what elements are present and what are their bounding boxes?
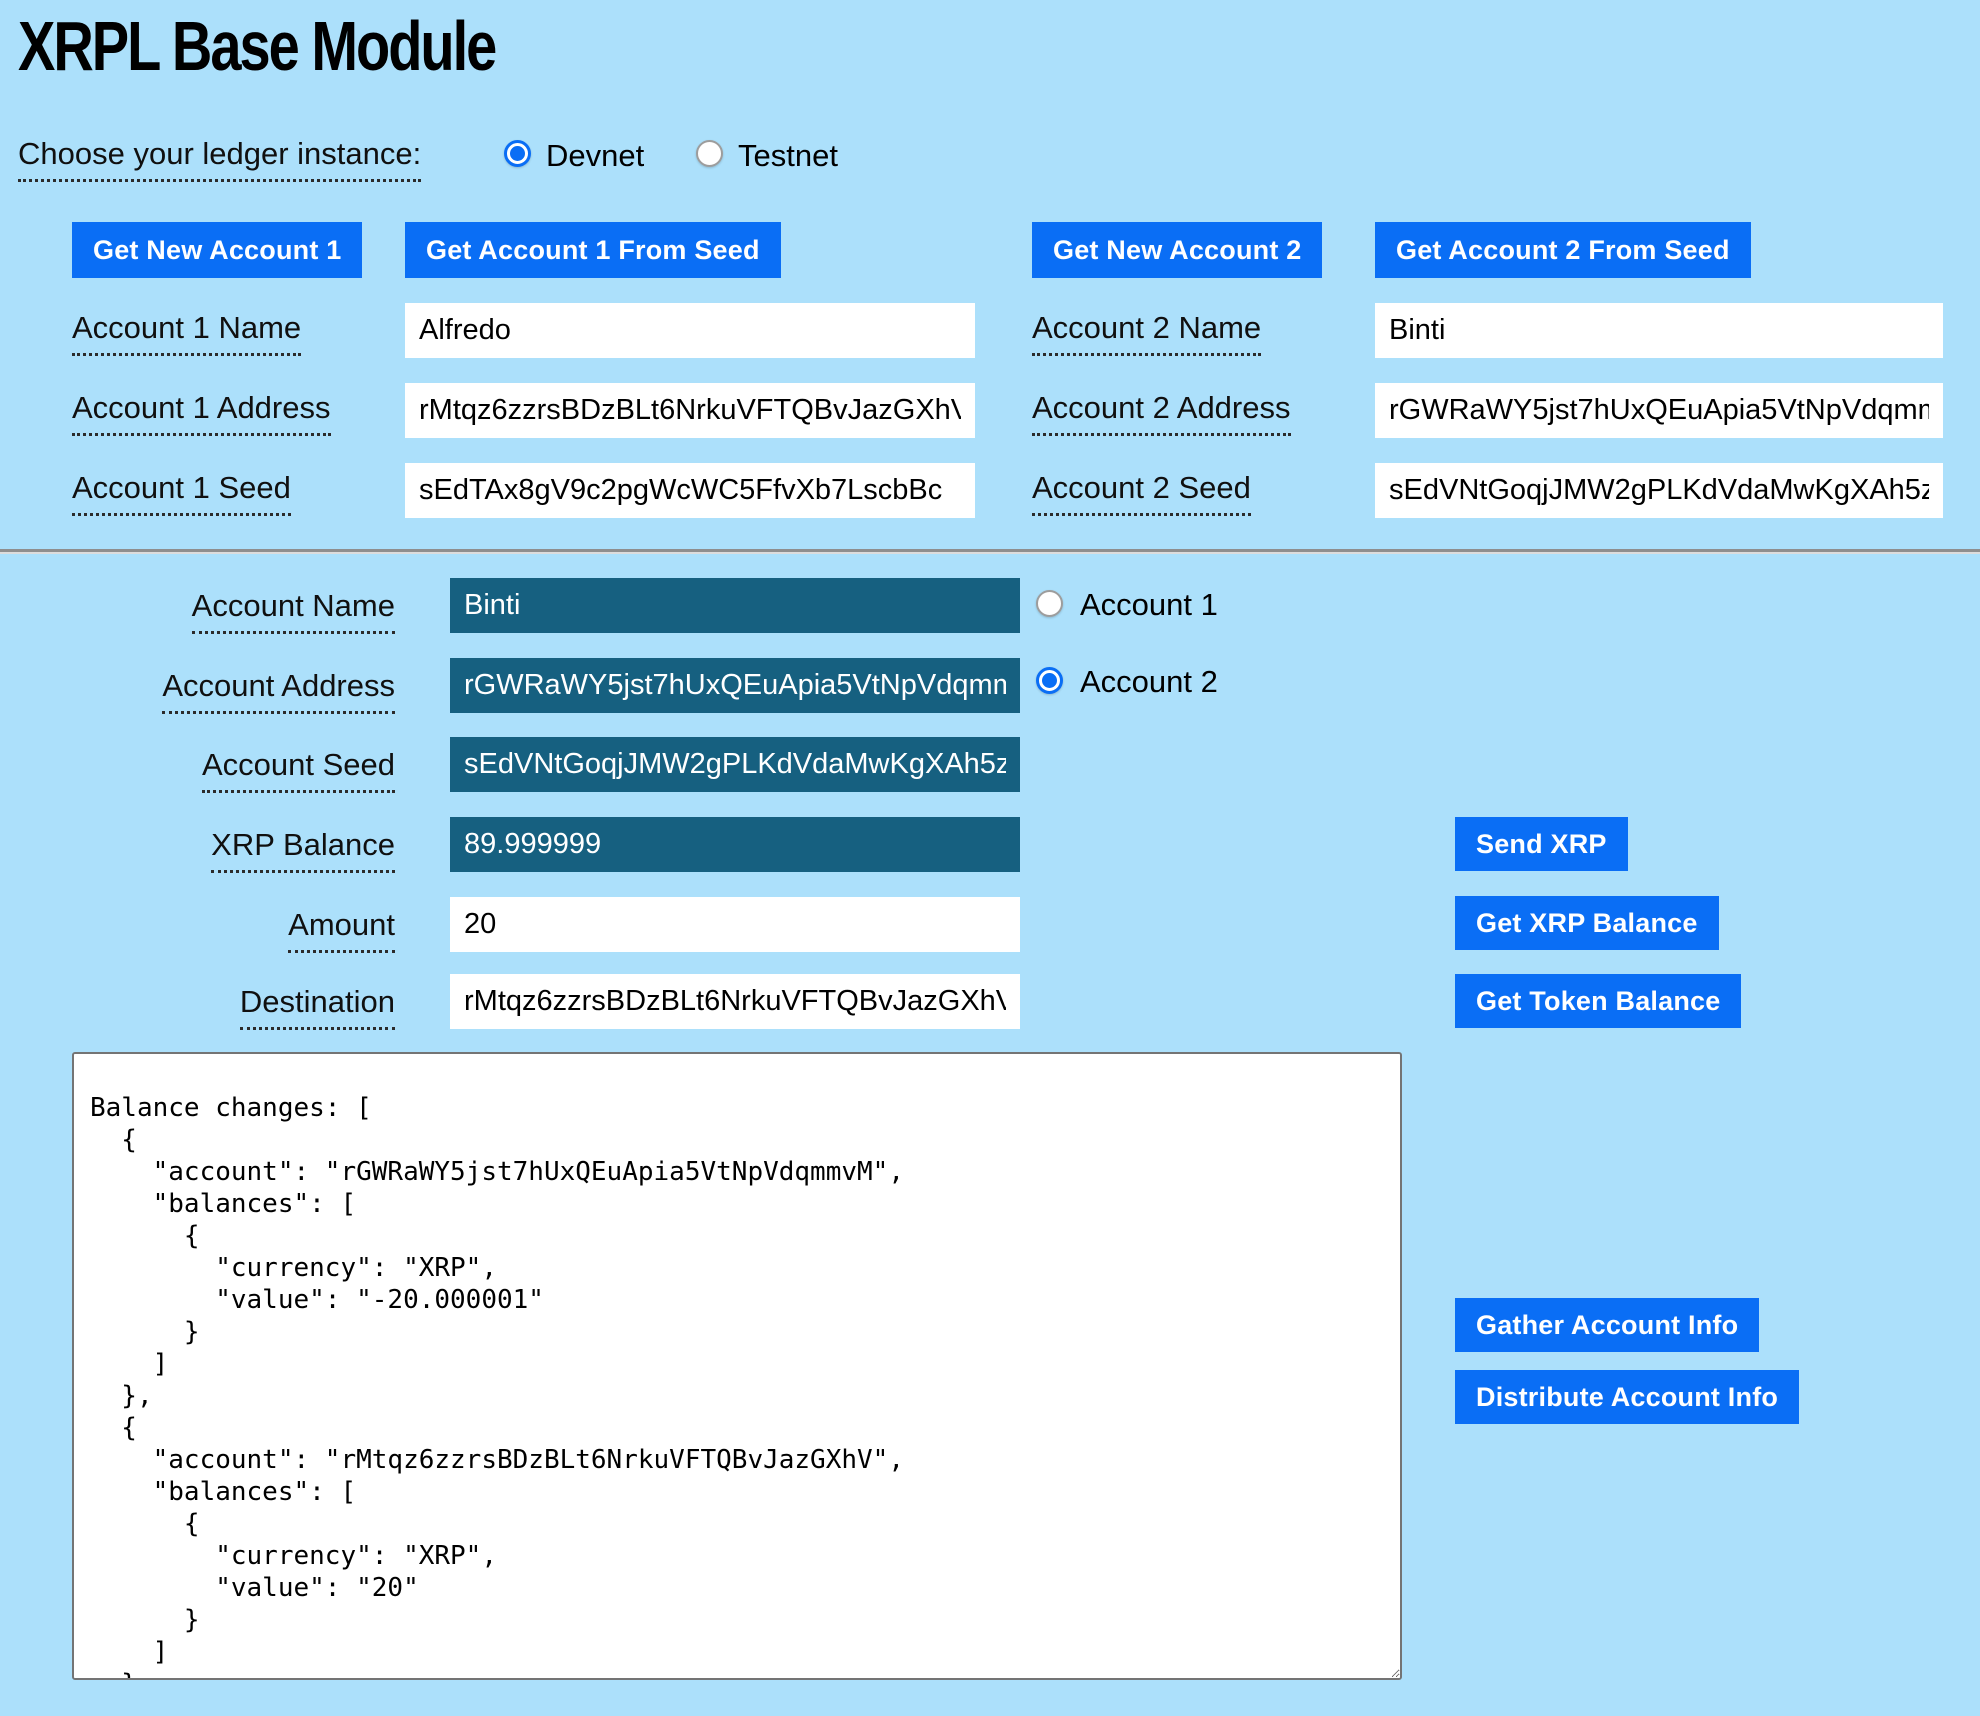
account-name-label: Account Name: [191, 588, 395, 634]
account-name-field[interactable]: [450, 578, 1020, 633]
ledger-instance-label: Choose your ledger instance:: [18, 136, 422, 182]
get-account1-from-seed-button[interactable]: Get Account 1 From Seed: [405, 222, 781, 278]
account1-name-label: Account 1 Name: [72, 310, 302, 356]
account1-seed-label: Account 1 Seed: [72, 470, 291, 516]
distribute-account-info-button[interactable]: Distribute Account Info: [1455, 1370, 1800, 1424]
account1-seed-input[interactable]: [405, 463, 975, 518]
account-address-label: Account Address: [162, 668, 395, 714]
testnet-radio-label: Testnet: [738, 138, 838, 173]
account2-address-input[interactable]: [1375, 383, 1943, 438]
get-xrp-balance-button[interactable]: Get XRP Balance: [1455, 896, 1719, 950]
account-address-field[interactable]: [450, 658, 1020, 713]
account2-seed-input[interactable]: [1375, 463, 1943, 518]
amount-input[interactable]: [450, 897, 1020, 952]
account1-address-label: Account 1 Address: [72, 390, 331, 436]
account2-name-label: Account 2 Name: [1032, 310, 1262, 356]
account1-name-input[interactable]: [405, 303, 975, 358]
page-title: XRPL Base Module: [18, 7, 497, 85]
account-seed-field[interactable]: [450, 737, 1020, 792]
account2-radio-label: Account 2: [1080, 664, 1218, 699]
get-new-account1-button[interactable]: Get New Account 1: [72, 222, 363, 278]
account2-name-input[interactable]: [1375, 303, 1943, 358]
destination-input[interactable]: [450, 974, 1020, 1029]
results-console-textarea[interactable]: Balance changes: [ { "account": "rGWRaWY…: [72, 1052, 1402, 1680]
devnet-radio-label: Devnet: [546, 138, 645, 173]
account1-radio[interactable]: [1036, 590, 1063, 617]
send-xrp-button[interactable]: Send XRP: [1455, 817, 1628, 871]
destination-label: Destination: [239, 984, 395, 1030]
get-new-account2-button[interactable]: Get New Account 2: [1032, 222, 1323, 278]
testnet-radio[interactable]: [696, 140, 723, 167]
account2-seed-label: Account 2 Seed: [1032, 470, 1251, 516]
amount-label: Amount: [288, 907, 395, 953]
account2-address-label: Account 2 Address: [1032, 390, 1291, 436]
xrp-balance-label: XRP Balance: [211, 827, 395, 873]
account2-radio[interactable]: [1036, 667, 1063, 694]
devnet-radio[interactable]: [504, 140, 531, 167]
gather-account-info-button[interactable]: Gather Account Info: [1455, 1298, 1760, 1352]
get-account2-from-seed-button[interactable]: Get Account 2 From Seed: [1375, 222, 1751, 278]
get-token-balance-button[interactable]: Get Token Balance: [1455, 974, 1742, 1028]
section-divider: [0, 549, 1980, 554]
account1-address-input[interactable]: [405, 383, 975, 438]
xrp-balance-field[interactable]: [450, 817, 1020, 872]
account1-radio-label: Account 1: [1080, 587, 1218, 622]
account-seed-label: Account Seed: [201, 747, 395, 793]
